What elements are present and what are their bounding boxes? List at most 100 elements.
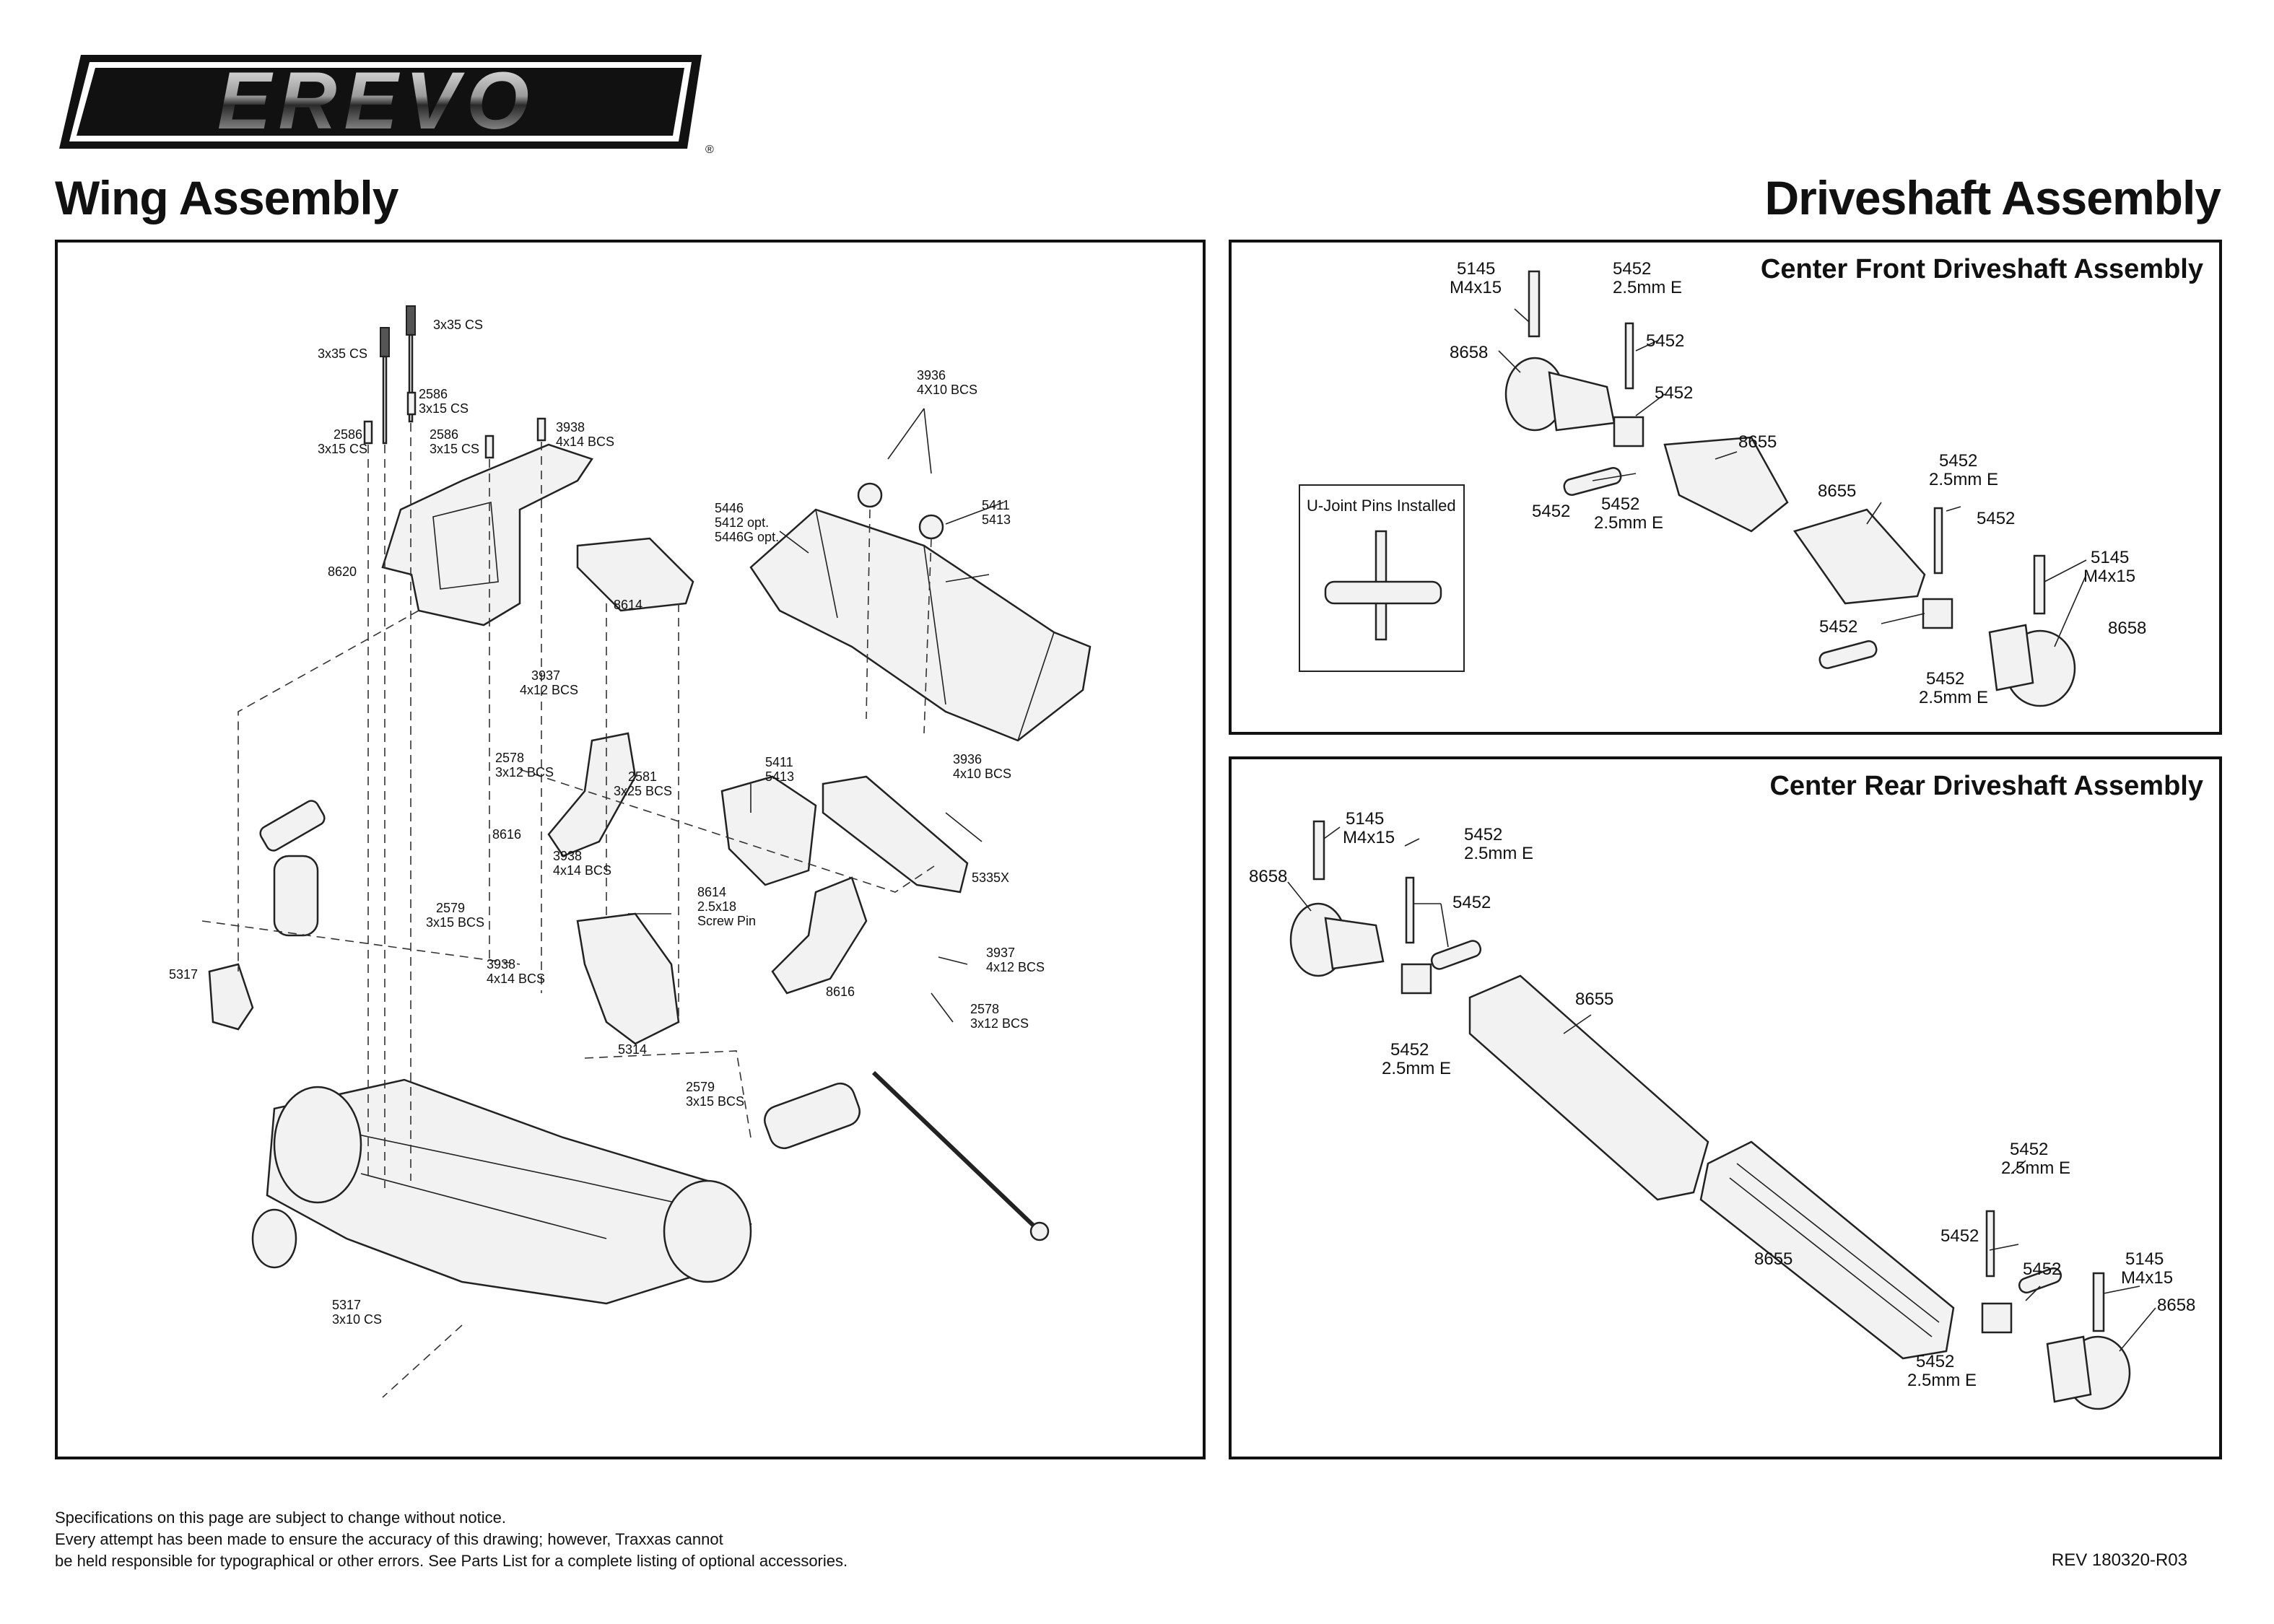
bracket-5317 bbox=[208, 963, 254, 1031]
wing-stay-8616-a bbox=[547, 732, 637, 857]
label-3x35-cs-b: 3x35 CS bbox=[433, 318, 483, 332]
label-screw-pin: Screw Pin bbox=[697, 914, 756, 928]
wing-assembly-title: Wing Assembly bbox=[55, 171, 398, 224]
label-5412-opt: 5412 opt. bbox=[715, 515, 769, 530]
fl-label-5452-a: 5452 bbox=[1613, 259, 1651, 279]
fl-label-5452-b: 5452 bbox=[1646, 331, 1684, 351]
label-3938-a: 3938 bbox=[556, 420, 585, 435]
screw-2586-b bbox=[406, 391, 417, 416]
label-3x12-bcs-b: 3x12 BCS bbox=[970, 1016, 1029, 1031]
fl-label-2-5mm-e-a: 2.5mm E bbox=[1613, 278, 1682, 297]
wing-assembly-panel: 3x35 CS 3x35 CS 2586 3x15 CS 2586 3x15 C… bbox=[55, 240, 1206, 1459]
u-joint-pin-icon bbox=[1324, 530, 1442, 641]
label-3x15-bcs-b: 3x15 BCS bbox=[686, 1094, 744, 1109]
disclaimer-line-1: Specifications on this page are subject … bbox=[55, 1509, 506, 1527]
wing-button-b bbox=[918, 514, 944, 540]
label-3938-c: 3938 bbox=[487, 957, 515, 972]
cross-5452-rear-a bbox=[1400, 963, 1432, 995]
screw-5145-left bbox=[1528, 270, 1541, 338]
fl-label-5145-b: 5145 bbox=[2091, 548, 2129, 567]
label-2-5x18: 2.5x18 bbox=[697, 899, 736, 914]
label-4x14-bcs-a: 4x14 BCS bbox=[556, 435, 614, 449]
pin-5452-rear-d bbox=[2018, 1267, 2062, 1294]
rl-label-2-5mm-e-b: 2.5mm E bbox=[1382, 1059, 1451, 1078]
wing-assembly-diagram: 3x35 CS 3x35 CS 2586 3x15 CS 2586 3x15 C… bbox=[169, 305, 1092, 1398]
rl-label-8658-b: 8658 bbox=[2157, 1296, 2195, 1315]
label-5314: 5314 bbox=[618, 1042, 647, 1057]
label-5317-a: 5317 bbox=[169, 967, 198, 982]
screw-5145-rear-right bbox=[2092, 1272, 2105, 1332]
wing-mount-8620 bbox=[381, 443, 593, 627]
center-rear-driveshaft-diagram: 5145 M4x15 5452 2.5mm E 8658 5452 8655 5… bbox=[1249, 809, 2195, 1410]
driveshaft-assembly-title: Driveshaft Assembly bbox=[1764, 171, 2221, 224]
cross-5452-a bbox=[1613, 416, 1644, 448]
rl-label-2-5mm-e-d: 2.5mm E bbox=[1907, 1371, 1977, 1390]
wing-plate-8614-top bbox=[576, 537, 694, 612]
label-3x15-bcs-a: 3x15 BCS bbox=[426, 915, 484, 930]
rl-label-5452-c: 5452 bbox=[1390, 1040, 1429, 1060]
fl-label-5452-c: 5452 bbox=[1655, 383, 1693, 403]
label-2578-b: 2578 bbox=[970, 1002, 999, 1016]
pin-5452-c bbox=[1933, 507, 1943, 575]
label-4x14-bcs-c: 4x14 BCS bbox=[487, 972, 545, 986]
label-4x14-bcs-b: 4x14 BCS bbox=[553, 863, 611, 878]
label-3938-b: 3938 bbox=[553, 849, 582, 863]
fl-label-2-5mm-e-d: 2.5mm E bbox=[1919, 688, 1988, 707]
svg-text:®: ® bbox=[705, 144, 714, 156]
label-2586-b: 2586 bbox=[334, 427, 362, 442]
label-3x25-bcs: 3x25 BCS bbox=[614, 784, 672, 798]
wing-mount-8614-lower bbox=[576, 912, 680, 1045]
screw-5145-rear-left bbox=[1312, 820, 1325, 881]
fl-label-m4x15-a: M4x15 bbox=[1450, 278, 1502, 297]
center-front-driveshaft-panel: Center Front Driveshaft Assembly U-Joint… bbox=[1229, 240, 2222, 735]
pin-5452-b bbox=[1563, 467, 1622, 496]
rl-label-5452-b: 5452 bbox=[1452, 893, 1491, 912]
shock-right bbox=[764, 1070, 1050, 1241]
center-front-driveshaft-diagram: U-Joint Pins Installed bbox=[1299, 259, 2146, 707]
rl-label-5452-g: 5452 bbox=[1916, 1352, 1954, 1371]
rl-label-8655-b: 8655 bbox=[1754, 1249, 1792, 1269]
screw-3x35-cs-b bbox=[406, 305, 416, 423]
fl-label-2-5mm-e-c: 2.5mm E bbox=[1929, 470, 1998, 489]
center-rear-driveshaft-title: Center Rear Driveshaft Assembly bbox=[1769, 771, 2203, 801]
fl-label-5452-f: 5452 bbox=[1939, 451, 1977, 471]
revision-number: REV 180320-R03 bbox=[2051, 1550, 2187, 1570]
screw-5145-right bbox=[2033, 554, 2046, 615]
screw-2586-a bbox=[363, 420, 373, 445]
label-3937-b: 3937 bbox=[986, 946, 1015, 960]
label-8616-b: 8616 bbox=[826, 985, 855, 999]
yoke-8658-left bbox=[1504, 357, 1616, 432]
label-2579-a: 2579 bbox=[436, 901, 465, 915]
label-2586-c: 2586 bbox=[430, 427, 458, 442]
label-4x12-bcs-b: 4x12 BCS bbox=[986, 960, 1045, 974]
label-5317-b: 5317 bbox=[332, 1298, 361, 1312]
rl-label-8658-a: 8658 bbox=[1249, 867, 1287, 886]
rl-label-5452-f: 5452 bbox=[2023, 1260, 2061, 1279]
pin-5452-a bbox=[1624, 322, 1634, 390]
shaft-8655-rear-male bbox=[1699, 1140, 1955, 1360]
center-rear-driveshaft-panel: Center Rear Driveshaft Assembly bbox=[1229, 756, 2222, 1459]
fl-label-5452-e: 5452 bbox=[1601, 494, 1639, 514]
diff-right bbox=[663, 1179, 752, 1283]
pin-5452-rear-b bbox=[1430, 940, 1482, 970]
label-3x15-cs-a: 3x15 CS bbox=[419, 401, 469, 416]
disclaimer: Specifications on this page are subject … bbox=[55, 1507, 848, 1572]
fl-label-8655-a: 8655 bbox=[1738, 432, 1777, 452]
disclaimer-line-2: Every attempt has been made to ensure th… bbox=[55, 1530, 723, 1548]
shaft-8655-rear-female bbox=[1468, 974, 1709, 1201]
label-3936-b: 3936 bbox=[953, 752, 982, 767]
wing-button-a bbox=[857, 482, 883, 508]
center-front-driveshaft-title: Center Front Driveshaft Assembly bbox=[1760, 254, 2203, 284]
label-3x12-bcs-a: 3x12 BCS bbox=[495, 765, 554, 780]
wing-stay-8616-b bbox=[771, 876, 868, 995]
erevo-logo: EREVO ® bbox=[59, 55, 714, 156]
rl-label-5452-a: 5452 bbox=[1464, 825, 1502, 844]
label-3x15-cs-c: 3x15 CS bbox=[430, 442, 479, 456]
diff-left bbox=[273, 1086, 362, 1204]
label-8614-b: 8614 bbox=[697, 885, 726, 899]
logo-text: EREVO bbox=[217, 56, 536, 146]
shaft-8655-female bbox=[1663, 436, 1789, 533]
label-5413-a: 5413 bbox=[982, 512, 1011, 527]
screw-2586-c bbox=[484, 435, 495, 459]
rl-label-2-5mm-e-c: 2.5mm E bbox=[2001, 1158, 2070, 1178]
